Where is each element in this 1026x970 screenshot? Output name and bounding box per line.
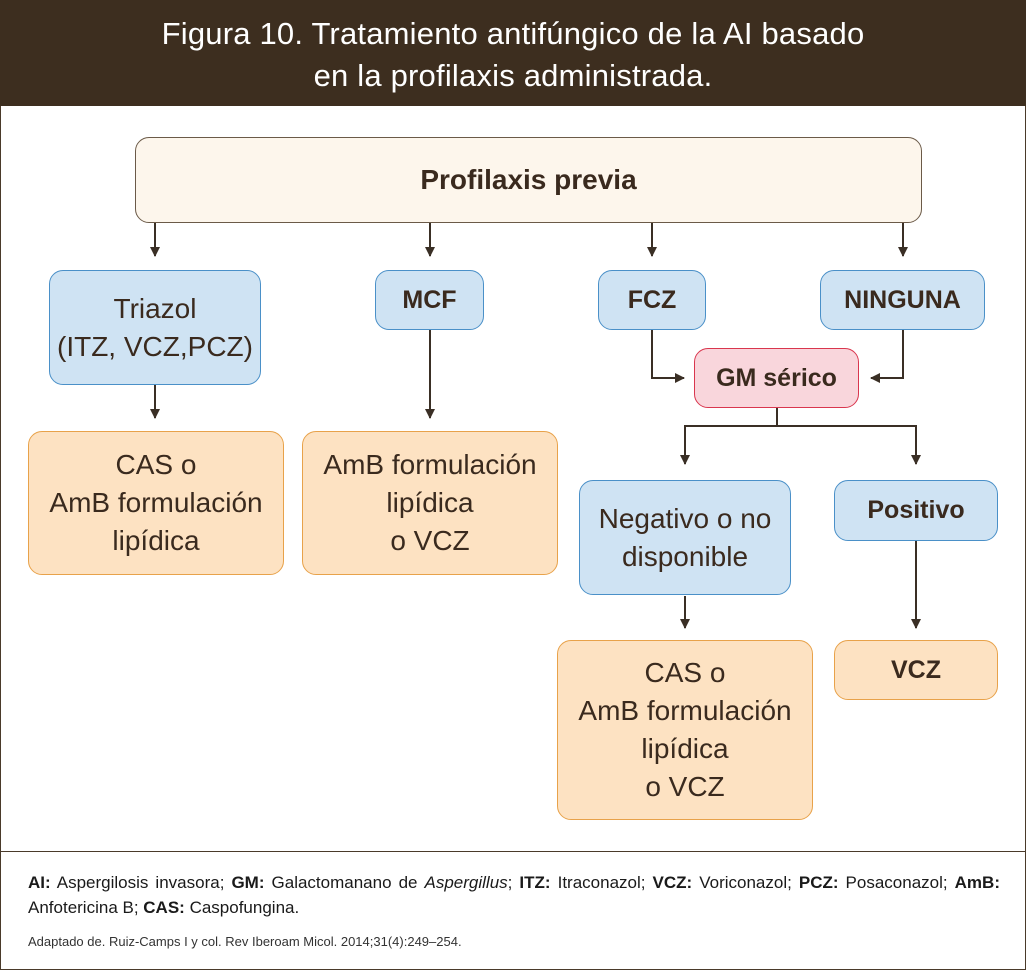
header-title-line2: en la profilaxis administrada. — [313, 58, 713, 93]
node-profilaxis-previa: Profilaxis previa — [135, 137, 922, 223]
legend-abbr-pcz: PCZ: — [798, 873, 839, 892]
node-treatment-positivo: VCZ — [834, 640, 998, 700]
legend-abbr-vcz: VCZ: — [652, 873, 693, 892]
legend-text-amb: Anfotericina B; — [28, 898, 144, 917]
legend-abbr-ai: AI: — [28, 873, 51, 892]
node-treatment-triazol: CAS o AmB formulación lipídica — [28, 431, 284, 575]
treatment-negativo-line3: lipídica — [641, 733, 729, 764]
legend-abbr-gm: GM: — [231, 873, 265, 892]
legend-text-gm: Galactomanano de — [264, 873, 425, 892]
connectors — [150, 222, 921, 629]
node-negativo: Negativo o no disponible — [579, 480, 791, 595]
node-triazol-line2: (ITZ, VCZ,PCZ) — [57, 330, 253, 362]
node-fcz-label: FCZ — [627, 285, 677, 314]
legend-text-vcz: Voriconazol; — [692, 873, 799, 892]
legend-text-cas: Caspofungina. — [184, 898, 300, 917]
node-positivo-label: Positivo — [867, 496, 965, 524]
abbreviation-legend: AI: Aspergilosis invasora; GM: Galactoma… — [28, 870, 1000, 920]
treatment-triazol-line1: CAS o — [115, 449, 197, 480]
treatment-negativo-line4: o VCZ — [645, 771, 725, 802]
legend-abbr-cas: CAS: — [143, 898, 185, 917]
legend-italic-aspergillus: Aspergillus — [424, 873, 508, 892]
legend-text-pcz: Posaconazol; — [838, 873, 955, 892]
legend-text-itz: Itraconazol; — [550, 873, 653, 892]
node-triazol-line1: Triazol — [113, 292, 197, 324]
node-profilaxis-label: Profilaxis previa — [420, 164, 637, 195]
treatment-negativo-line1: CAS o — [644, 657, 726, 688]
node-triazol: Triazol (ITZ, VCZ,PCZ) — [49, 270, 261, 385]
source-citation: Adaptado de. Ruiz-Camps I y col. Rev Ibe… — [28, 934, 462, 949]
treatment-positivo-label: VCZ — [891, 655, 941, 684]
node-ninguna: NINGUNA — [820, 270, 985, 330]
node-gm-serico-label: GM sérico — [716, 363, 837, 392]
legend-after-gm: ; — [507, 873, 520, 892]
node-mcf-label: MCF — [402, 285, 457, 314]
header-title-line1: Figura 10. Tratamiento antifúngico de la… — [161, 16, 865, 51]
node-fcz: FCZ — [598, 270, 706, 330]
gm-split-line — [680, 408, 778, 465]
treatment-triazol-line2: AmB formulación — [49, 487, 263, 518]
arrow-fcz-to-gm — [651, 330, 685, 383]
node-treatment-mcf: AmB formulación lipídica o VCZ — [302, 431, 558, 575]
treatment-triazol-line3: lipídica — [112, 525, 200, 556]
node-gm-serico: GM sérico — [694, 348, 859, 408]
legend-text-ai: Aspergilosis invasora; — [50, 873, 232, 892]
node-mcf: MCF — [375, 270, 484, 330]
legend-abbr-itz: ITZ: — [519, 873, 551, 892]
treatment-mcf-line1: AmB formulación — [323, 449, 537, 480]
treatment-mcf-line2: lipídica — [386, 487, 474, 518]
figure-header: Figura 10. Tratamiento antifúngico de la… — [0, 0, 1026, 106]
gm-split-line-right — [777, 425, 921, 465]
legend-divider — [0, 851, 1026, 852]
node-treatment-negativo: CAS o AmB formulación lipídica o VCZ — [557, 640, 813, 820]
treatment-negativo-line2: AmB formulación — [578, 695, 792, 726]
arrow-ninguna-to-gm — [870, 330, 904, 383]
treatment-mcf-line3: o VCZ — [390, 525, 470, 556]
legend-abbr-amb: AmB: — [954, 873, 1000, 892]
node-ninguna-label: NINGUNA — [844, 285, 961, 314]
node-negativo-line2: disponible — [621, 540, 749, 572]
node-negativo-line1: Negativo o no — [598, 502, 772, 534]
node-positivo: Positivo — [834, 480, 998, 541]
